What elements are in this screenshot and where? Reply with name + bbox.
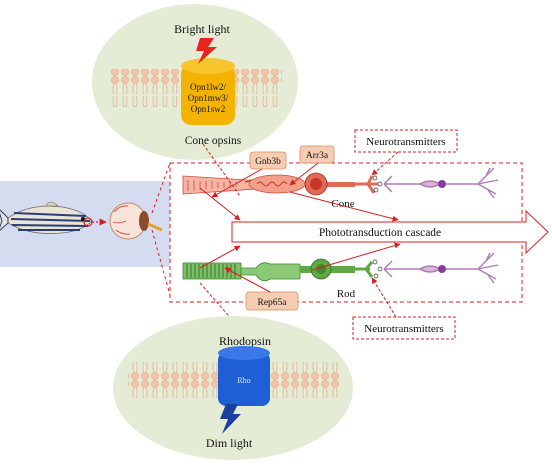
cascade-label: Phototransduction cascade	[319, 227, 441, 239]
lightning-bolt-icon	[196, 38, 217, 64]
rhodopsin-label: Rhodopsin	[219, 334, 271, 348]
rep65a-tag: Rep65a	[245, 291, 299, 311]
eye-icon	[109, 202, 163, 240]
neurotransmitters-box-top: Neurotransmitters	[354, 129, 458, 153]
zebrafish-icon	[0, 201, 93, 234]
bright-light-label: Bright light	[174, 22, 230, 36]
phototransduction-arrow	[231, 209, 549, 255]
neuron-icon	[383, 167, 499, 199]
rho-label: Rho	[237, 376, 250, 385]
svg-text:Rep65a: Rep65a	[257, 298, 287, 308]
neuron-icon	[383, 252, 499, 284]
rhodopsin-protein	[218, 352, 270, 406]
connector-arrows	[199, 143, 401, 333]
svg-text:Neurotransmitters: Neurotransmitters	[366, 136, 445, 148]
cone-opsins-label: Cone opsins	[185, 135, 242, 147]
arr3a-tag: Arr3a	[299, 145, 335, 164]
lightning-bolt-icon	[220, 404, 241, 434]
rod-membrane-panel: Rhodopsin Rho Dim light	[113, 316, 353, 460]
cone-opsin-gene-2: Opn1mw3/	[188, 93, 229, 103]
gnb3b-tag: Gnb3b	[249, 151, 287, 170]
cone-membrane-panel: Bright light Opn1lw2/ Opn1mw3/ Opn1sw2 C…	[92, 4, 298, 160]
cone-opsin-gene-3: Opn1sw2	[191, 104, 226, 114]
zebrafish-panel	[0, 181, 170, 267]
neurotransmitters-box-bottom: Neurotransmitters	[352, 316, 456, 340]
synapse-vesicles	[372, 175, 383, 279]
cone-photoreceptor	[182, 172, 378, 196]
rod-label: Rod	[337, 288, 356, 300]
rod-photoreceptor	[182, 258, 374, 282]
cone-opsin-protein	[181, 65, 235, 125]
cone-opsin-gene-1: Opn1lw2/	[190, 82, 226, 92]
svg-text:Gnb3b: Gnb3b	[255, 157, 281, 167]
svg-text:Arr3a: Arr3a	[306, 151, 329, 161]
dim-light-label: Dim light	[206, 436, 253, 450]
svg-text:Neurotransmitters: Neurotransmitters	[364, 323, 443, 335]
